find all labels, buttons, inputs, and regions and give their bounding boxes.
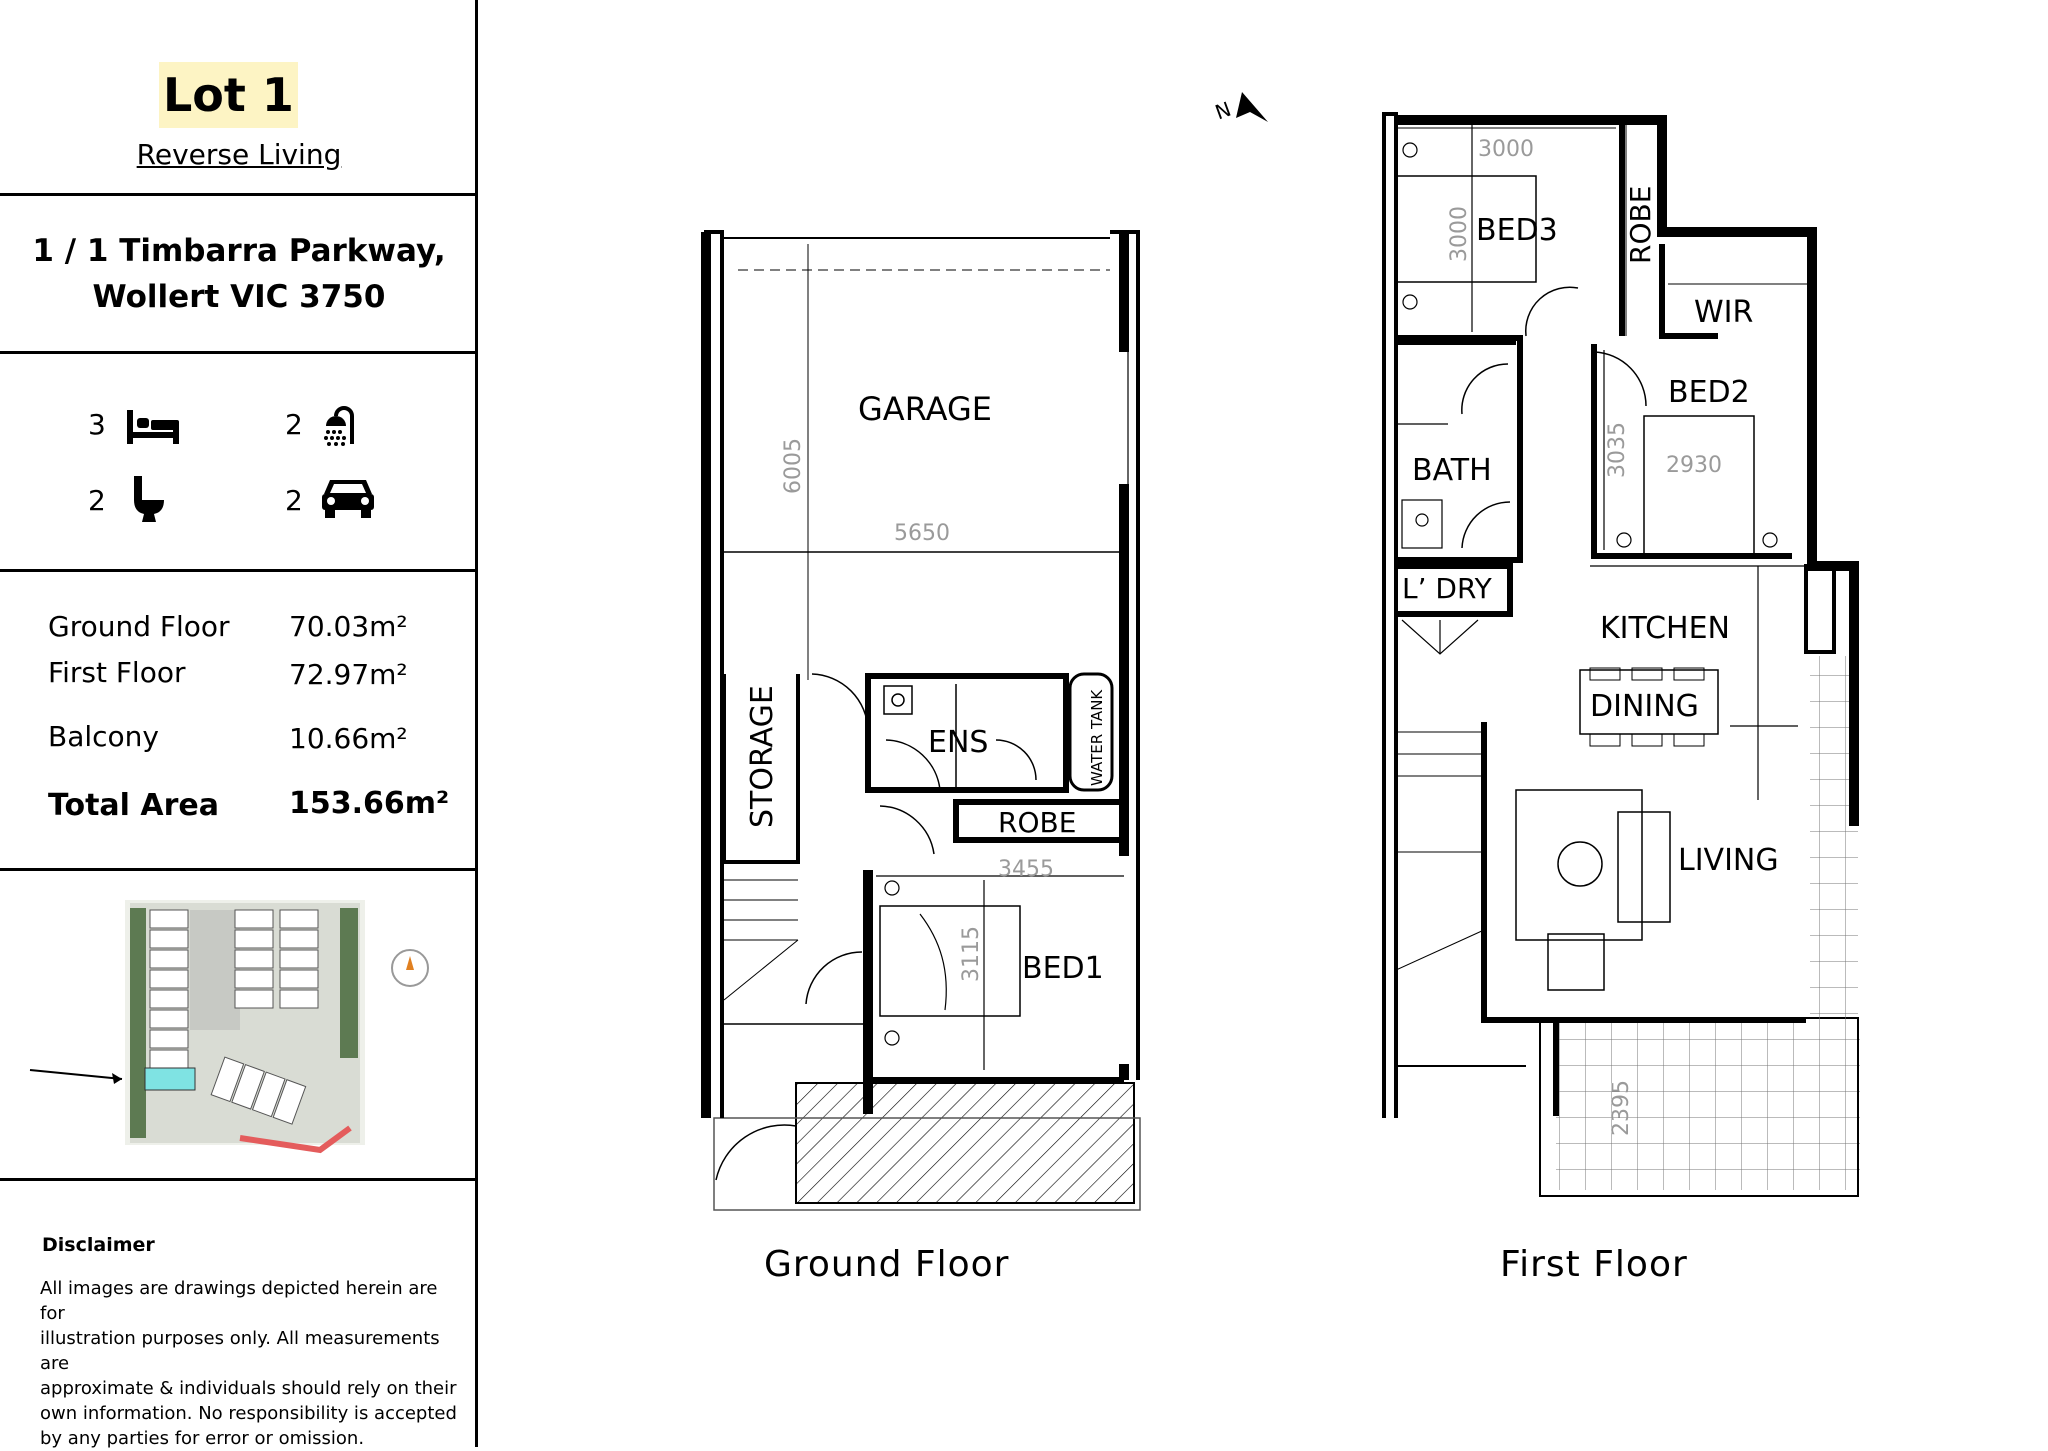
room-label-laundry: L’ DRY	[1402, 572, 1493, 605]
lot-subtitle: Reverse Living	[0, 138, 478, 171]
room-label-dining: DINING	[1590, 689, 1699, 724]
property-address: 1 / 1 Timbarra Parkway, Wollert VIC 3750	[0, 228, 478, 320]
toilet-icon	[134, 476, 164, 522]
dim-garage-width: 5650	[894, 521, 950, 546]
bedroom-count: 3	[88, 408, 106, 441]
disclaimer-line: own information. No responsibility is ac…	[40, 1403, 457, 1424]
disclaimer-line: All images are drawings depicted herein …	[40, 1278, 438, 1324]
room-label-bath: BATH	[1412, 453, 1492, 488]
divider	[0, 1178, 478, 1181]
area-label-ground: Ground Floor	[48, 610, 230, 643]
room-label-ens: ENS	[928, 725, 988, 760]
room-label-bed3: BED3	[1476, 213, 1558, 248]
disclaimer-line: approximate & individuals should rely on…	[40, 1378, 457, 1399]
divider	[0, 351, 478, 354]
area-value-total: 153.66m²	[289, 786, 450, 821]
room-label-bed2: BED2	[1668, 375, 1750, 410]
room-label-robe: ROBE	[998, 806, 1076, 839]
room-label-storage: STORAGE	[745, 685, 780, 828]
disclaimer-line: illustration purposes only. All measurem…	[40, 1328, 440, 1374]
north-arrow-icon: N	[1212, 92, 1268, 124]
car-space-count: 2	[285, 484, 303, 517]
lot-subtitle-text: Reverse Living	[136, 138, 342, 171]
dim-bed3-depth: 3000	[1447, 206, 1472, 262]
room-label-garage: GARAGE	[858, 390, 992, 428]
area-label-first: First Floor	[48, 656, 186, 689]
ground-floor-plan	[701, 230, 1141, 1211]
shower-icon	[324, 406, 354, 446]
disclaimer-text: All images are drawings depicted herein …	[40, 1276, 460, 1451]
room-label-bed1: BED1	[1022, 951, 1104, 986]
area-value-ground: 70.03m²	[289, 610, 408, 643]
info-sidebar: Lot 1 Reverse Living 1 / 1 Timbarra Park…	[0, 0, 478, 1449]
ground-floor-label: Ground Floor	[764, 1244, 1010, 1285]
dim-bed3-width: 3000	[1478, 137, 1534, 162]
disclaimer-title: Disclaimer	[42, 1234, 155, 1256]
lot-title: Lot 1	[159, 62, 298, 128]
first-floor-label: First Floor	[1500, 1244, 1688, 1285]
room-label-living: LIVING	[1678, 843, 1779, 878]
divider	[0, 193, 478, 196]
dim-balcony-depth: 2395	[1609, 1080, 1634, 1136]
address-line-1: 1 / 1 Timbarra Parkway,	[32, 233, 446, 269]
dim-garage-depth: 6005	[781, 438, 806, 494]
room-label-water-tank: WATER TANK	[1088, 689, 1106, 786]
first-floor-plan	[1382, 112, 1860, 1197]
toilet-count: 2	[88, 484, 106, 517]
room-label-robe-first: ROBE	[1624, 186, 1657, 264]
divider	[0, 868, 478, 871]
area-label-balcony: Balcony	[48, 720, 159, 753]
dim-bed2-depth: 3035	[1605, 422, 1630, 478]
dim-bed2-width: 2930	[1666, 453, 1722, 478]
bathroom-count: 2	[285, 408, 303, 441]
area-value-balcony: 10.66m²	[289, 722, 408, 755]
address-line-2: Wollert VIC 3750	[92, 279, 386, 315]
room-label-wir: WIR	[1694, 295, 1753, 330]
area-label-total: Total Area	[48, 788, 220, 823]
room-label-kitchen: KITCHEN	[1600, 611, 1730, 646]
car-icon	[322, 480, 374, 518]
site-plan-map	[29, 900, 429, 1154]
area-value-first: 72.97m²	[289, 658, 408, 691]
north-label: N	[1212, 97, 1234, 125]
dim-bed1-depth: 3115	[959, 926, 984, 982]
dim-bed1-width: 3455	[998, 857, 1054, 882]
divider	[0, 569, 478, 572]
disclaimer-line: by any parties for error or omission.	[40, 1428, 365, 1449]
bed-icon	[127, 410, 179, 444]
